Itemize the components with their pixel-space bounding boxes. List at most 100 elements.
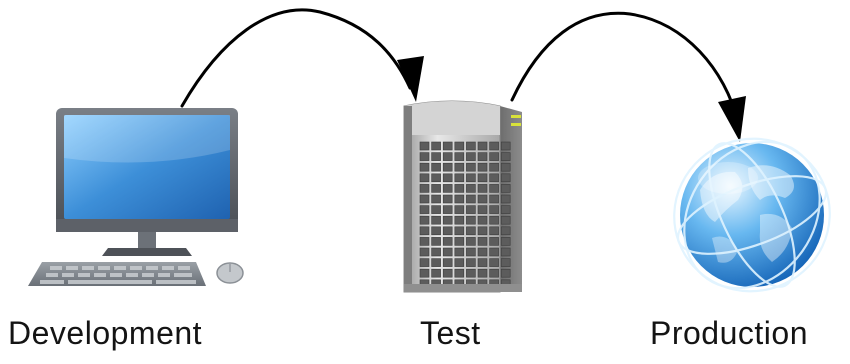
server-vent-cell <box>419 162 430 172</box>
server-vent-cell <box>477 247 488 257</box>
server-vent-cell <box>442 226 453 236</box>
server-vent-cell <box>454 194 465 204</box>
server-vent-cell <box>454 247 465 257</box>
server-vent-cell <box>477 226 488 236</box>
server-vent-cell <box>442 162 453 172</box>
server-vent-cell <box>489 194 499 204</box>
server-vent-cell <box>442 184 453 193</box>
server-vent-cell <box>500 237 511 246</box>
server-vent-cell <box>419 215 430 225</box>
server-vent-cell <box>466 194 476 204</box>
server-vent-grid <box>419 141 511 289</box>
server-vent-cell <box>466 247 476 257</box>
server-vent-cell <box>500 173 511 183</box>
server-vent-cell <box>477 152 488 161</box>
server-vent-cell <box>477 237 488 246</box>
server-vent-cell <box>477 173 488 183</box>
server-vent-cell <box>419 184 430 193</box>
server-vent-cell <box>466 184 476 193</box>
server-vent-cell <box>489 247 499 257</box>
server-vent-cell <box>500 184 511 193</box>
server-vent-cell <box>419 152 430 161</box>
server-vent-cell <box>477 258 488 267</box>
server-vent-cell <box>454 173 465 183</box>
server-vent-cell <box>489 215 499 225</box>
server-vent-cell <box>477 205 488 214</box>
server-vent-cell <box>500 247 511 257</box>
server-vent-cell <box>466 215 476 225</box>
server-vent-cell <box>466 205 476 214</box>
server-vent-cell <box>489 184 499 193</box>
arrow-dev-to-test <box>180 8 424 108</box>
server-vent-cell <box>442 247 453 257</box>
server-vent-cell <box>477 194 488 204</box>
server-vent-cell <box>466 237 476 246</box>
server-vent-cell <box>419 237 430 246</box>
server-vent-cell <box>419 194 430 204</box>
server-vent-cell <box>477 141 488 151</box>
stage-label-production: Production <box>650 315 808 351</box>
server-vent-cell <box>419 205 430 214</box>
server-vent-cell <box>431 237 441 246</box>
server-vent-cell <box>489 162 499 172</box>
server-vent-cell <box>419 226 430 236</box>
stage-label-test: Test <box>420 315 481 351</box>
server-vent-cell <box>442 194 453 204</box>
server-vent-cell <box>454 162 465 172</box>
server-vent-cell <box>489 152 499 161</box>
server-vent-cell <box>442 258 453 267</box>
server-vent-cell <box>431 184 441 193</box>
server-vent-cell <box>419 258 430 267</box>
server-vent-cell <box>431 141 441 151</box>
server-vent-cell <box>454 141 465 151</box>
server-vent-cell <box>431 194 441 204</box>
server-vent-cell <box>489 141 499 151</box>
server-vent-cell <box>442 268 453 278</box>
server-vent-cell <box>500 205 511 214</box>
server-vent-cell <box>454 152 465 161</box>
server-vent-cell <box>454 184 465 193</box>
server-vent-cell <box>489 237 499 246</box>
server-vent-cell <box>500 152 511 161</box>
server-vent-cell <box>419 247 430 257</box>
server-vent-cell <box>454 268 465 278</box>
server-vent-cell <box>442 205 453 214</box>
server-vent-cell <box>442 141 453 151</box>
server-vent-cell <box>431 258 441 267</box>
desktop-computer-icon <box>28 108 244 286</box>
server-vent-cell <box>466 173 476 183</box>
server-tower-icon <box>403 100 522 293</box>
server-vent-cell <box>442 237 453 246</box>
server-vent-cell <box>466 258 476 267</box>
server-vent-cell <box>431 173 441 183</box>
server-vent-cell <box>489 226 499 236</box>
arrow-test-to-production <box>510 11 746 142</box>
server-vent-cell <box>500 258 511 267</box>
server-vent-cell <box>419 268 430 278</box>
server-vent-cell <box>466 268 476 278</box>
server-vent-cell <box>477 184 488 193</box>
server-vent-cell <box>431 226 441 236</box>
server-vent-cell <box>431 268 441 278</box>
server-vent-cell <box>466 226 476 236</box>
server-vent-cell <box>500 141 511 151</box>
server-vent-cell <box>419 173 430 183</box>
server-vent-cell <box>454 205 465 214</box>
server-vent-cell <box>431 162 441 172</box>
server-vent-cell <box>454 215 465 225</box>
server-vent-cell <box>489 173 499 183</box>
server-vent-cell <box>454 226 465 236</box>
server-vent-cell <box>454 237 465 246</box>
globe-icon <box>673 137 831 293</box>
server-vent-cell <box>431 205 441 214</box>
server-vent-cell <box>454 258 465 267</box>
server-vent-cell <box>419 141 430 151</box>
server-vent-cell <box>500 162 511 172</box>
server-vent-cell <box>489 205 499 214</box>
server-vent-cell <box>500 215 511 225</box>
server-vent-cell <box>466 141 476 151</box>
server-vent-cell <box>431 215 441 225</box>
server-vent-cell <box>431 152 441 161</box>
